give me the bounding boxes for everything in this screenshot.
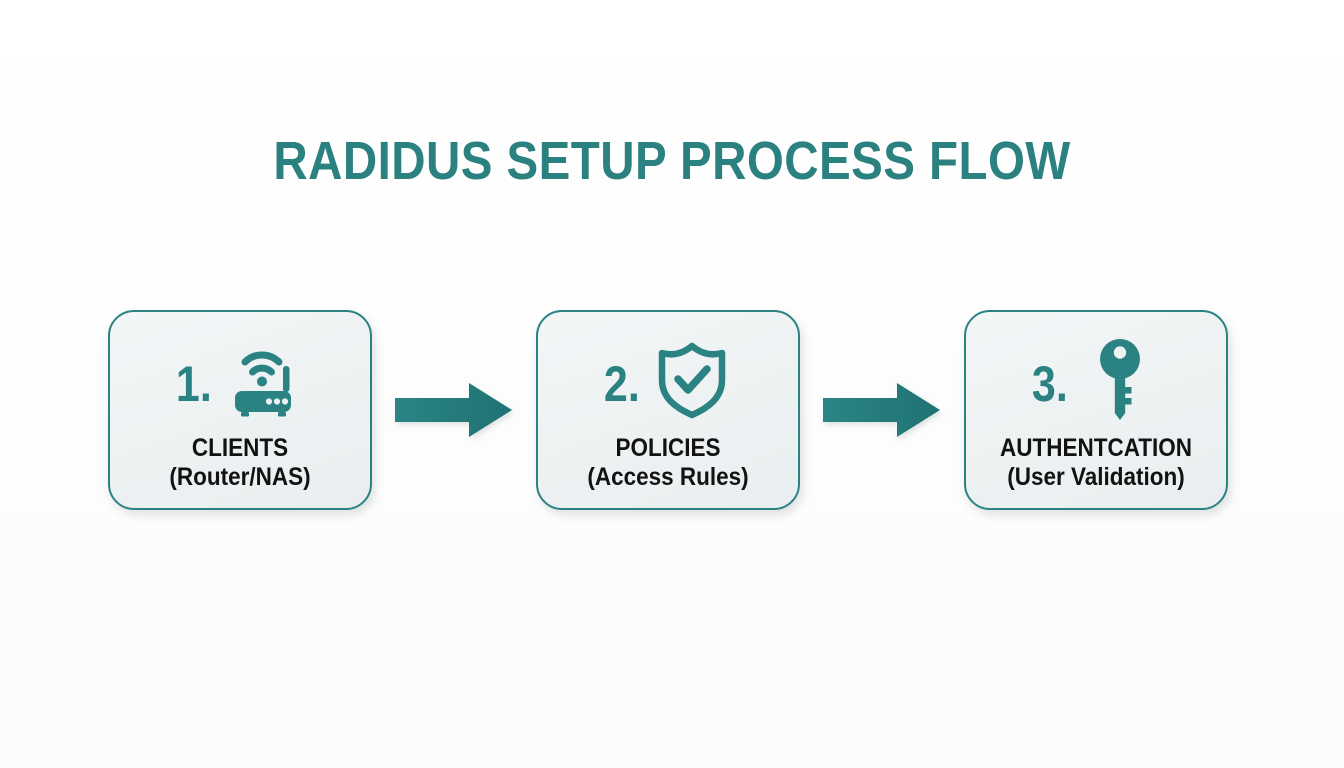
step-label: POLICIES — [615, 434, 721, 462]
step-card-labels: CLIENTS (Router/NAS) — [110, 434, 370, 492]
step-card-header: 3. — [966, 334, 1226, 426]
arrow-right-icon — [820, 378, 944, 442]
key-icon — [1077, 337, 1163, 423]
step-card-labels: POLICIES (Access Rules) — [538, 434, 798, 492]
step-number: 2. — [604, 356, 640, 412]
step-card-policies[interactable]: 2. POLICIES (Access Rules) — [536, 310, 800, 510]
shield-check-icon — [649, 337, 735, 423]
step-card-clients[interactable]: 1. — [108, 310, 372, 510]
step-sublabel: (Access Rules) — [587, 463, 749, 491]
step-card-authentication[interactable]: 3. AUTHENTCATION (User Validation) — [964, 310, 1228, 510]
step-number: 3. — [1032, 356, 1068, 412]
step-label: AUTHENTCATION — [999, 434, 1193, 462]
step-label: CLIENTS — [191, 434, 289, 462]
step-number: 1. — [176, 356, 212, 412]
arrow-right-icon — [392, 378, 516, 442]
step-sublabel: (User Validation) — [1007, 463, 1185, 491]
step-card-labels: AUTHENTCATION (User Validation) — [966, 434, 1226, 492]
process-flow-row: 1. — [108, 310, 1228, 510]
page-title: RADIDUS SETUP PROCESS FLOW — [273, 131, 1071, 191]
step-sublabel: (Router/NAS) — [169, 463, 311, 491]
step-card-header: 1. — [110, 334, 370, 426]
router-wifi-icon — [221, 337, 307, 423]
step-card-header: 2. — [538, 334, 798, 426]
